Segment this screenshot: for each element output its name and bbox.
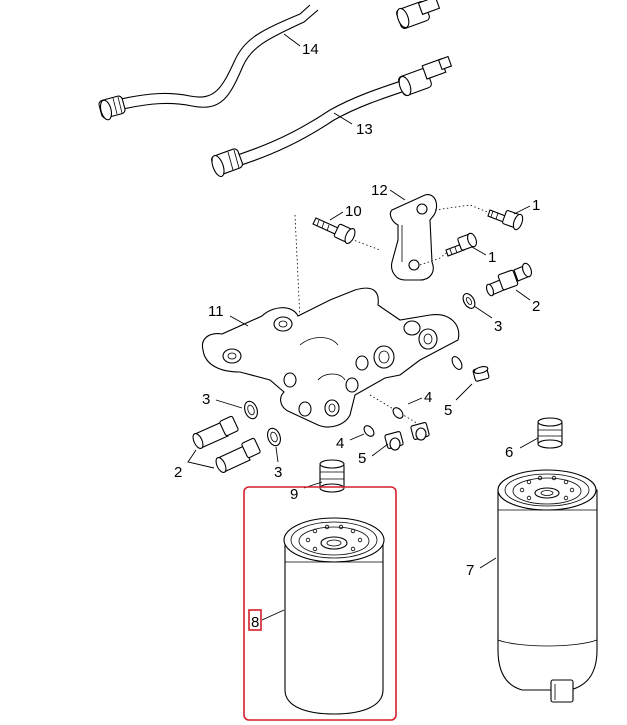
leader-3a bbox=[473, 305, 493, 319]
callout-6: 6 bbox=[505, 444, 513, 461]
callout-2b: 2 bbox=[174, 464, 182, 481]
leader-4a bbox=[407, 397, 423, 405]
fuel-filter-8[interactable] bbox=[283, 517, 385, 715]
callout-3b: 3 bbox=[202, 391, 210, 408]
callout-5a: 5 bbox=[444, 402, 452, 419]
callout-4a: 4 bbox=[424, 389, 432, 406]
leader-6 bbox=[519, 437, 539, 449]
callout-5b: 5 bbox=[358, 450, 366, 467]
leader-1b bbox=[471, 246, 487, 256]
callout-1b: 1 bbox=[488, 249, 496, 266]
leader-10 bbox=[329, 211, 344, 221]
leader-12 bbox=[389, 189, 406, 201]
plug-5-lower[interactable] bbox=[384, 431, 404, 451]
callout-7: 7 bbox=[466, 562, 474, 579]
leader-13 bbox=[333, 112, 353, 125]
bolt-1-upper[interactable] bbox=[487, 209, 524, 231]
fuel-line-13[interactable] bbox=[210, 55, 453, 178]
assembly-line bbox=[434, 204, 491, 214]
o-ring-4-upper[interactable] bbox=[391, 355, 464, 420]
callout-2a: 2 bbox=[532, 298, 540, 315]
bolt-10[interactable] bbox=[312, 217, 357, 245]
callout-4b: 4 bbox=[336, 435, 344, 452]
fitting-14-right bbox=[396, 0, 441, 29]
washer-3-upper[interactable] bbox=[461, 292, 478, 311]
fitting-2-upper[interactable] bbox=[485, 262, 533, 297]
callout-8: 8 bbox=[251, 614, 259, 631]
callout-10: 10 bbox=[345, 203, 362, 220]
leader-5b bbox=[371, 443, 389, 457]
callout-13: 13 bbox=[356, 121, 373, 138]
leader-2b bbox=[187, 449, 215, 469]
washer-3-lower[interactable] bbox=[265, 426, 282, 447]
leader-5a bbox=[455, 383, 473, 401]
o-ring-4-lower[interactable] bbox=[362, 424, 376, 438]
callout-11: 11 bbox=[208, 303, 224, 320]
leader-4b bbox=[349, 433, 365, 441]
callout-12: 12 bbox=[371, 182, 388, 199]
leader-3b bbox=[215, 399, 243, 409]
leader-2a bbox=[515, 289, 531, 301]
leader-7 bbox=[479, 557, 497, 569]
leader-11 bbox=[229, 315, 249, 327]
leader-3c bbox=[275, 446, 279, 463]
fuel-line-14[interactable] bbox=[98, 0, 441, 121]
nipple-9[interactable] bbox=[319, 459, 345, 493]
leader-14 bbox=[283, 33, 301, 47]
selection-highlight-box bbox=[243, 486, 397, 721]
assembly-line bbox=[294, 214, 301, 321]
callout-8-highlight bbox=[248, 609, 262, 631]
filter-head-11[interactable] bbox=[201, 287, 460, 428]
callout-1a: 1 bbox=[532, 197, 540, 214]
leader-1a bbox=[513, 205, 531, 215]
callout-14: 14 bbox=[302, 41, 319, 58]
plug-5-upper[interactable] bbox=[410, 365, 490, 441]
fittings-2-lower[interactable] bbox=[191, 415, 261, 474]
bracket-12[interactable] bbox=[389, 194, 438, 281]
fitting-13-right bbox=[398, 55, 453, 97]
assembly-line bbox=[339, 234, 381, 251]
washer-3-left[interactable] bbox=[242, 399, 259, 420]
bolt-1-lower[interactable] bbox=[445, 232, 478, 257]
callout-3a: 3 bbox=[494, 318, 502, 335]
callout-9: 9 bbox=[290, 486, 298, 503]
adapter-6[interactable] bbox=[537, 417, 563, 449]
fitting-14-left bbox=[98, 95, 126, 121]
assembly-line bbox=[419, 249, 451, 266]
leader-8 bbox=[261, 609, 285, 621]
fuel-filter-7[interactable] bbox=[497, 469, 598, 703]
fitting-13-left bbox=[211, 148, 243, 178]
callout-3c: 3 bbox=[274, 464, 282, 481]
